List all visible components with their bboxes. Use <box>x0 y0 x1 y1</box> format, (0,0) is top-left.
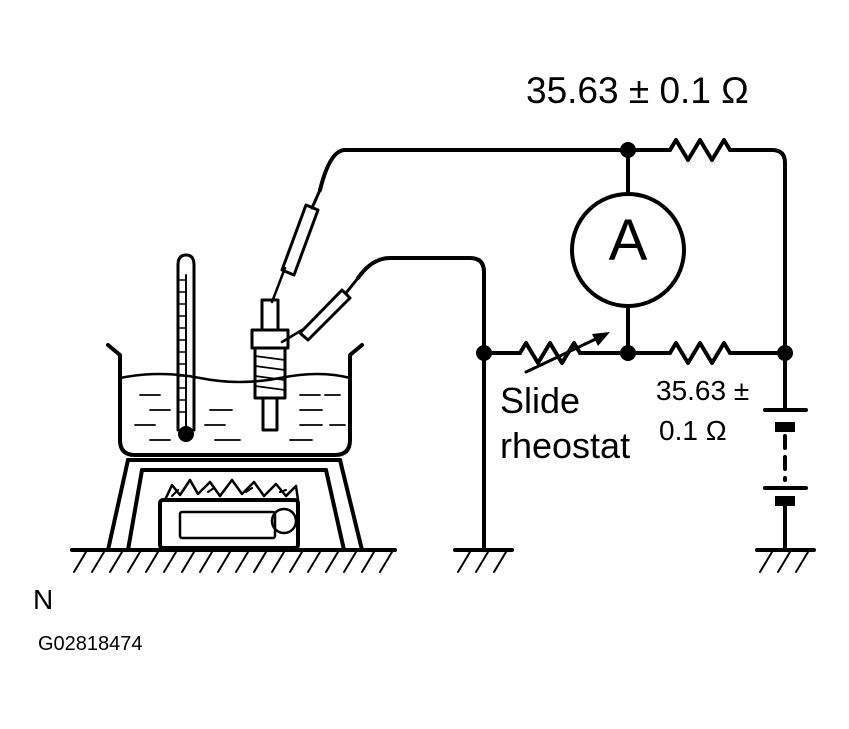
figure-id: G02818474 <box>38 633 143 655</box>
probe-upper <box>270 148 630 304</box>
stand <box>106 458 364 552</box>
probe-lower <box>280 256 486 552</box>
ground-hatch-right <box>755 548 816 573</box>
thermometer <box>176 253 196 442</box>
temperature-sensor <box>250 298 290 432</box>
ground-hatch-left <box>70 548 397 573</box>
bottom-resistor <box>626 341 787 365</box>
ammeter-label: A <box>608 208 648 273</box>
top-resistor-label: 35.63 ± 0.1 Ω <box>526 70 749 111</box>
corner-letter: N <box>33 584 54 615</box>
water-bath <box>106 343 364 457</box>
ground-hatch-middle <box>453 548 514 573</box>
bottom-resistor-label-line1: 35.63 ± <box>656 375 750 406</box>
slide-rheostat-label-line1: Slide <box>500 380 581 421</box>
burner <box>158 478 300 550</box>
slide-rheostat <box>482 332 630 374</box>
battery <box>763 351 808 552</box>
slide-rheostat-label-line2: rheostat <box>500 425 631 466</box>
bottom-resistor-label-line2: 0.1 Ω <box>659 415 727 446</box>
junction-dots <box>476 142 793 361</box>
